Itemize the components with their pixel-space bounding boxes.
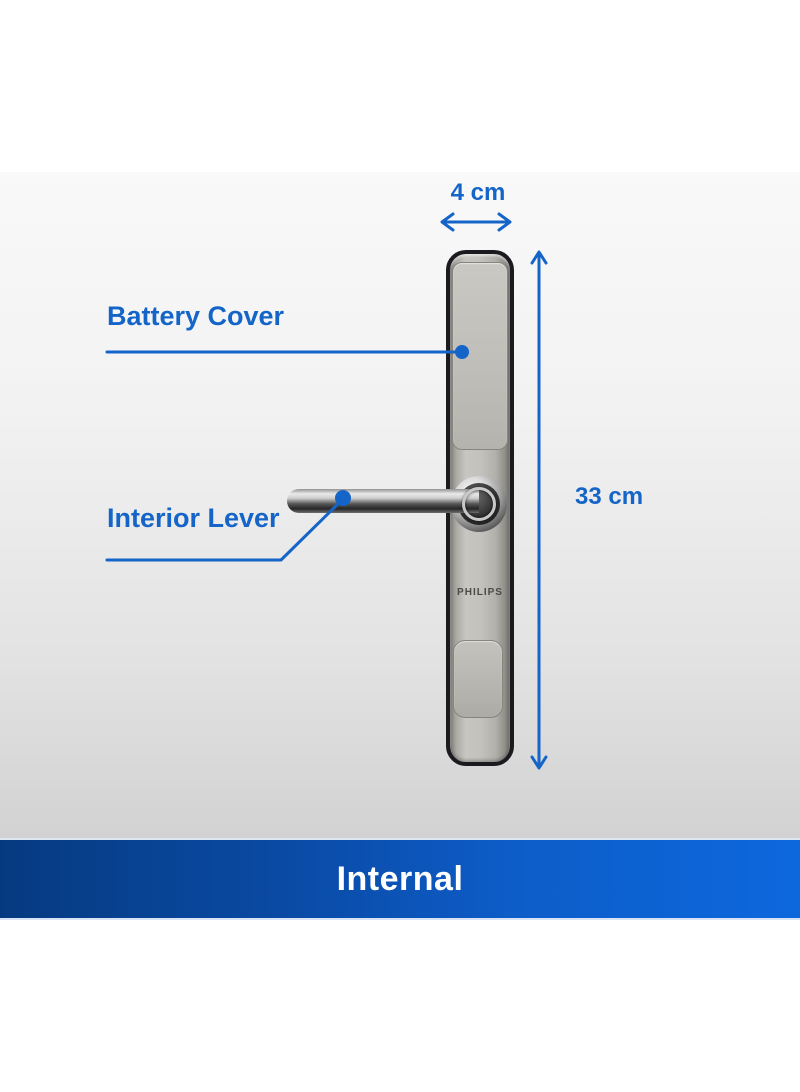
lower-panel xyxy=(453,640,503,718)
view-banner: Internal xyxy=(0,838,800,920)
height-dimension-label: 33 cm xyxy=(575,483,644,510)
brand-logo: PHILIPS xyxy=(457,587,503,598)
footer-whitespace xyxy=(0,920,800,1092)
handle-collar xyxy=(462,487,496,521)
battery-cover-label: Battery Cover xyxy=(107,301,285,331)
width-dimension-label: 4 cm xyxy=(450,179,506,206)
interior-lever-label: Interior Lever xyxy=(107,503,280,533)
view-banner-label: Internal xyxy=(336,859,464,898)
interior-lever xyxy=(287,489,479,513)
battery-cover-panel xyxy=(452,262,508,450)
